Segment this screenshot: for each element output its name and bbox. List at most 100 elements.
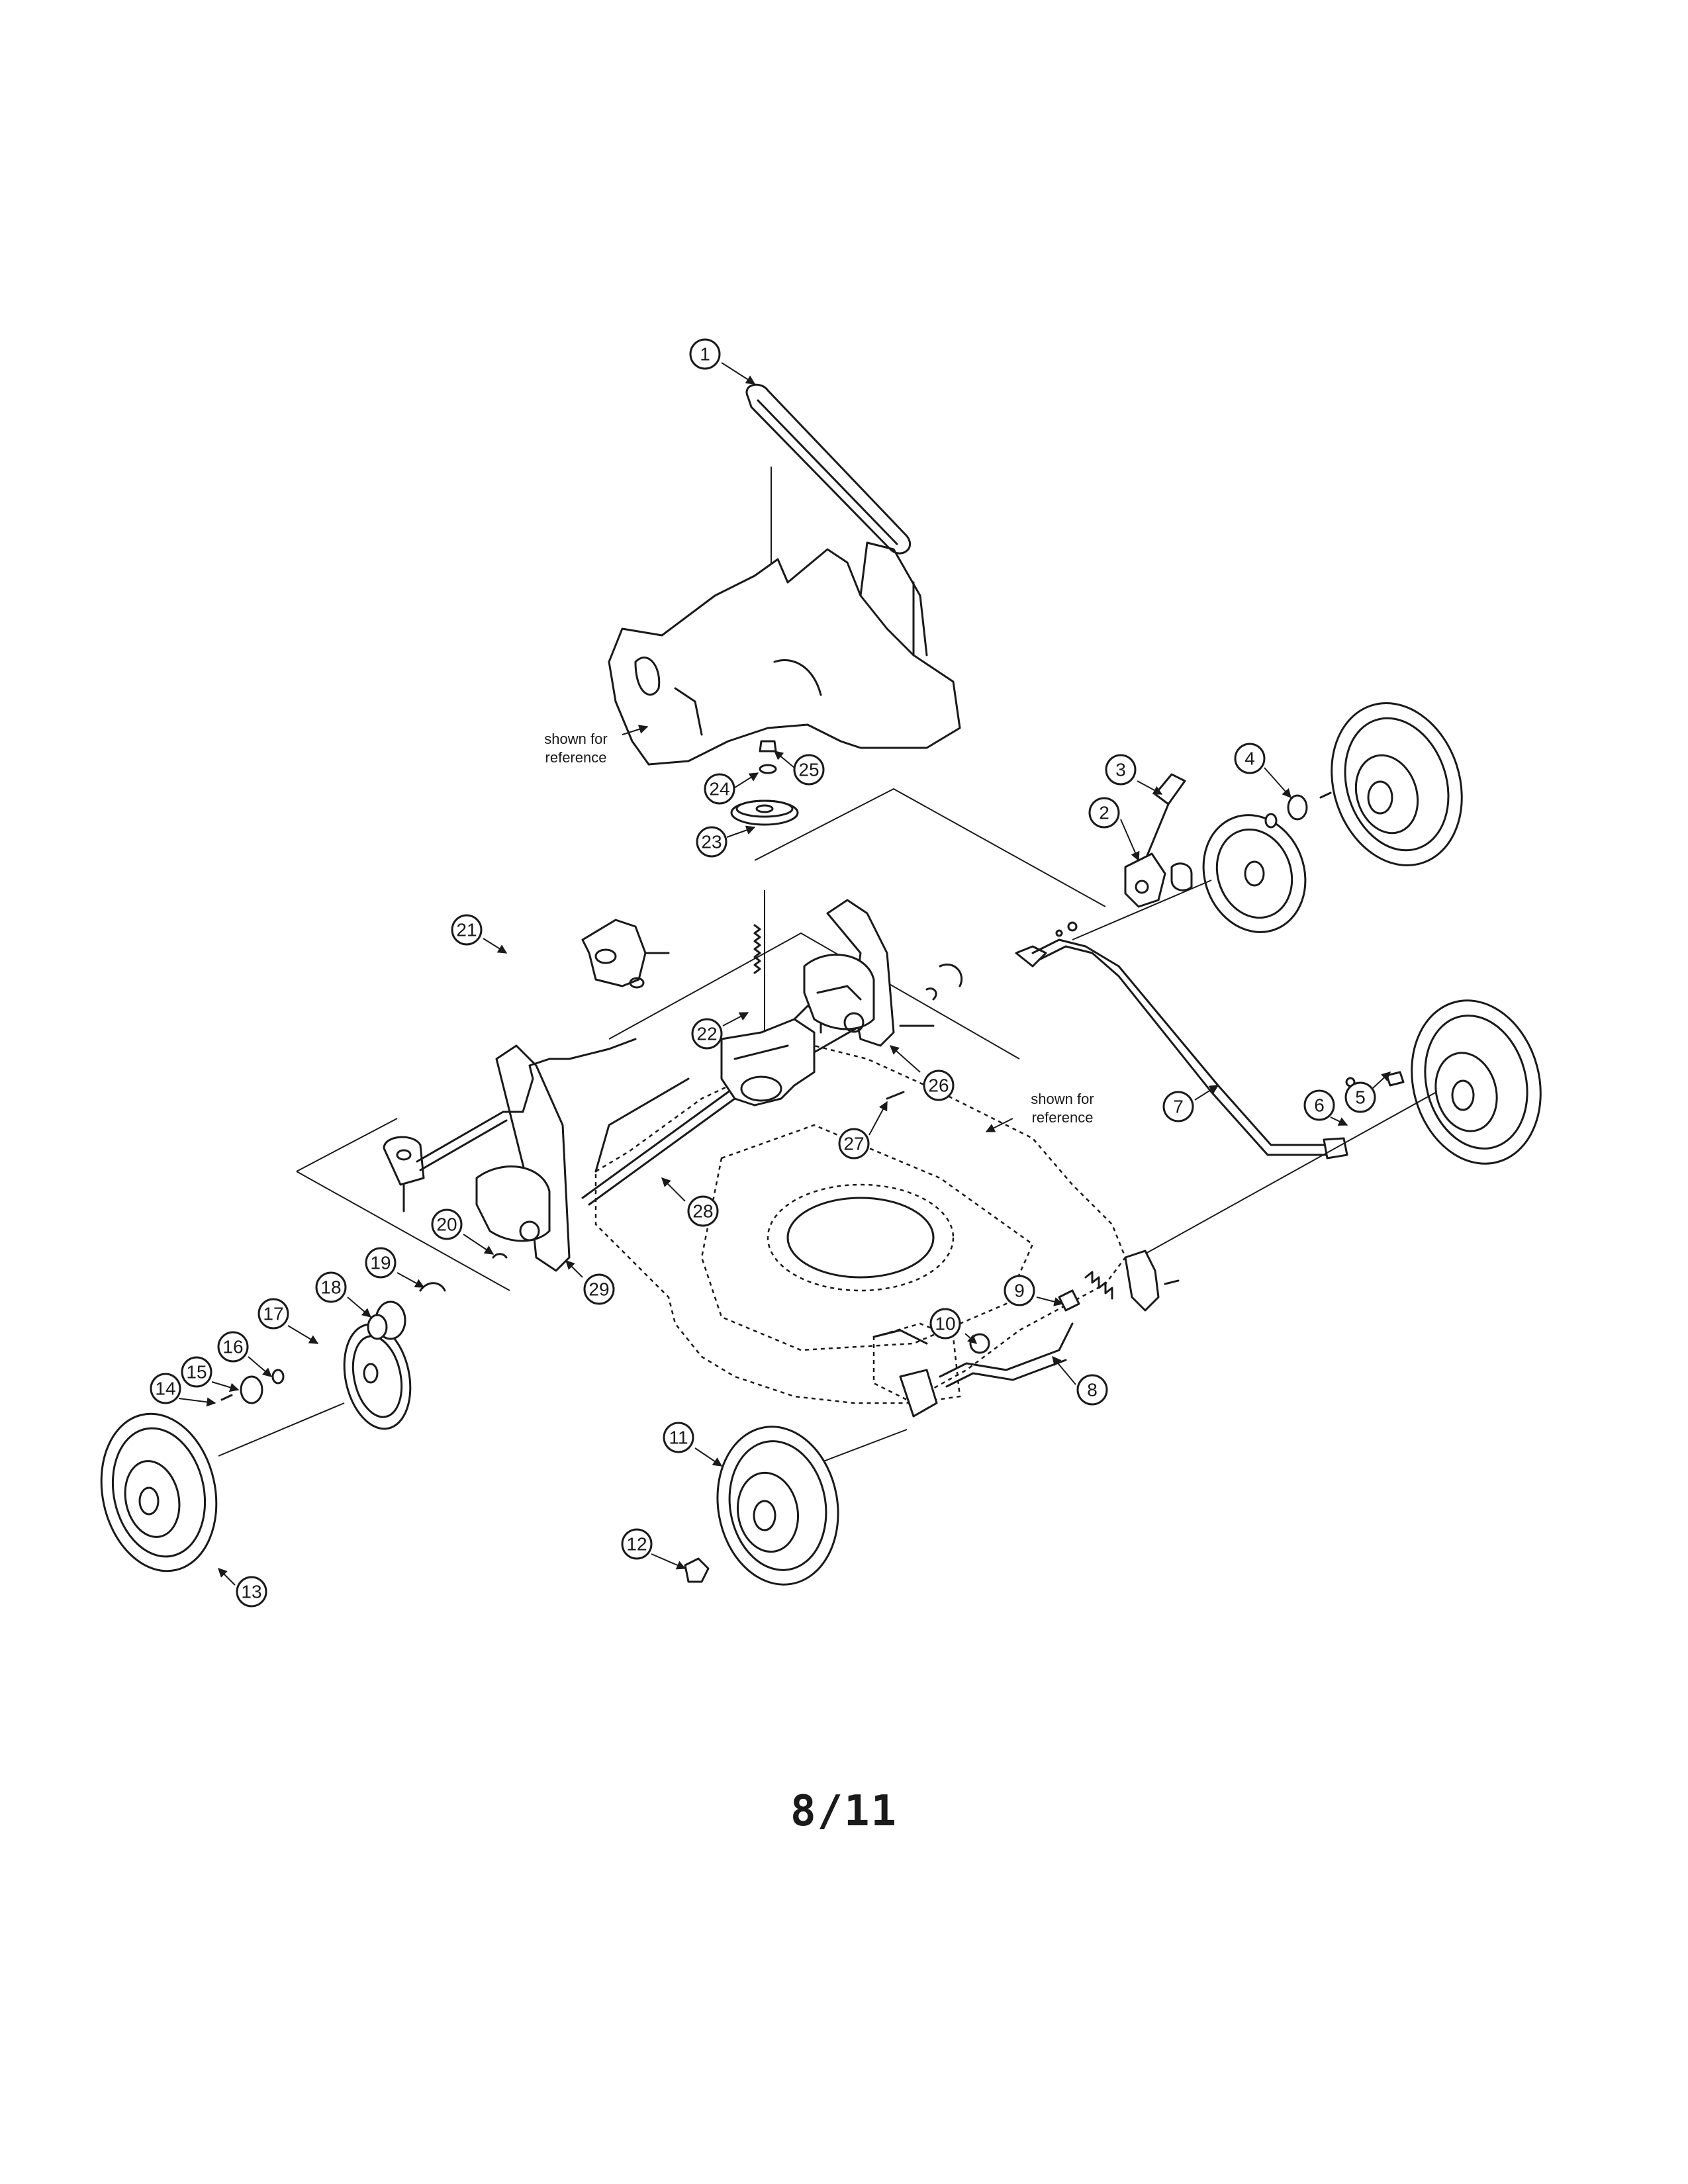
callout-number: 4 <box>1244 749 1255 769</box>
callout-22: 22 <box>691 1018 723 1050</box>
callout-circle <box>181 1356 212 1388</box>
left-rear-wheel <box>100 1412 218 1572</box>
callout-16: 16 <box>217 1331 249 1363</box>
callout-circle <box>696 826 727 858</box>
callout-number: 7 <box>1173 1097 1184 1117</box>
callout-13: 13 <box>236 1576 267 1608</box>
callout-number: 27 <box>843 1134 864 1154</box>
callout-number: 1 <box>700 344 710 365</box>
callout-number: 12 <box>626 1534 647 1555</box>
callout-circle <box>1004 1275 1035 1306</box>
callout-number: 18 <box>320 1277 341 1298</box>
right-height-bracket <box>803 899 963 1047</box>
page-number: 8/11 <box>790 1787 898 1836</box>
reference-note-line1: shown for <box>1031 1091 1094 1107</box>
rear-lift-rod <box>383 919 670 1212</box>
callout-29: 29 <box>583 1273 615 1305</box>
hardware <box>886 1071 1405 1100</box>
callout-circle <box>1234 743 1266 774</box>
left-rear-gear-drive <box>218 1300 412 1457</box>
transmission <box>720 1005 822 1107</box>
callout-circle <box>704 773 735 805</box>
right-rear-wheel <box>1331 702 1463 866</box>
callout-leaders <box>178 362 1391 1586</box>
callout-circle <box>923 1069 955 1101</box>
callout-number: 19 <box>370 1253 391 1273</box>
callout-28: 28 <box>687 1195 719 1227</box>
callout-8: 8 <box>1076 1374 1108 1406</box>
callout-number: 6 <box>1314 1095 1325 1116</box>
callout-number: 21 <box>456 920 477 940</box>
callout-7: 7 <box>1162 1091 1194 1122</box>
callout-circle <box>929 1308 961 1340</box>
callout-labels: 1234567891011121314151617181920212223242… <box>150 338 1376 1608</box>
callout-number: 22 <box>696 1024 717 1044</box>
callout-3: 3 <box>1105 754 1137 786</box>
callout-circle <box>431 1208 463 1240</box>
callout-4: 4 <box>1234 743 1266 774</box>
callout-number: 15 <box>186 1362 207 1383</box>
extension-spring <box>753 924 761 974</box>
callout-10: 10 <box>929 1308 961 1340</box>
callout-circle <box>217 1331 249 1363</box>
callout-circle <box>150 1373 181 1404</box>
callout-25: 25 <box>793 754 825 786</box>
callout-number: 20 <box>436 1214 457 1235</box>
callout-number: 8 <box>1087 1380 1098 1400</box>
assembly-outline-lines <box>296 788 1106 1291</box>
callout-number: 16 <box>222 1337 243 1357</box>
callout-14: 14 <box>150 1373 181 1404</box>
callout-18: 18 <box>315 1271 347 1303</box>
callout-number: 17 <box>263 1304 283 1324</box>
callout-27: 27 <box>838 1128 870 1160</box>
front-pivot-assembly <box>767 1250 1180 1483</box>
right-rear-gear-drive <box>1072 792 1332 940</box>
callout-1: 1 <box>689 338 721 370</box>
callout-circle <box>687 1195 719 1227</box>
callout-circle <box>236 1576 267 1608</box>
callout-circle <box>621 1528 653 1560</box>
callout-circle <box>583 1273 615 1305</box>
callout-circle <box>1162 1091 1194 1122</box>
callout-number: 28 <box>692 1201 713 1222</box>
reference-note-deck: shown for reference <box>1031 1091 1094 1126</box>
callout-circle <box>793 754 825 786</box>
right-front-wheel <box>1138 999 1542 1258</box>
belt-cover <box>608 541 961 766</box>
callout-12: 12 <box>621 1528 653 1560</box>
callout-circle <box>451 914 483 946</box>
drive-axle <box>581 890 862 1206</box>
callout-20: 20 <box>431 1208 463 1240</box>
callout-number: 25 <box>798 760 819 780</box>
callout-circle <box>838 1128 870 1160</box>
callout-9: 9 <box>1004 1275 1035 1306</box>
callout-number: 23 <box>701 832 722 852</box>
callout-23: 23 <box>696 826 727 858</box>
callout-number: 29 <box>588 1279 609 1300</box>
callout-2: 2 <box>1088 797 1120 829</box>
callout-17: 17 <box>258 1298 289 1330</box>
callout-21: 21 <box>451 914 483 946</box>
callout-number: 9 <box>1014 1281 1025 1301</box>
callout-24: 24 <box>704 773 735 805</box>
callout-5: 5 <box>1344 1081 1376 1113</box>
callout-circle <box>1088 797 1120 829</box>
reference-note-line1: shown for <box>544 731 607 747</box>
callout-circle <box>1344 1081 1376 1113</box>
callout-circle <box>315 1271 347 1303</box>
front-axle-rod <box>1015 921 1348 1160</box>
callout-11: 11 <box>663 1422 694 1453</box>
callout-circle <box>1105 754 1137 786</box>
callout-circle <box>1303 1089 1335 1121</box>
callout-number: 24 <box>709 779 729 799</box>
height-adjust-lever <box>1124 773 1193 908</box>
callout-26: 26 <box>923 1069 955 1101</box>
callout-number: 3 <box>1115 760 1126 780</box>
callout-circle <box>689 338 721 370</box>
callout-number: 5 <box>1355 1087 1366 1108</box>
left-front-wheel <box>684 1426 839 1586</box>
reference-note-belt-cover: shown for reference <box>544 731 607 766</box>
callout-number: 14 <box>155 1379 175 1399</box>
reference-note-line2: reference <box>545 749 607 766</box>
